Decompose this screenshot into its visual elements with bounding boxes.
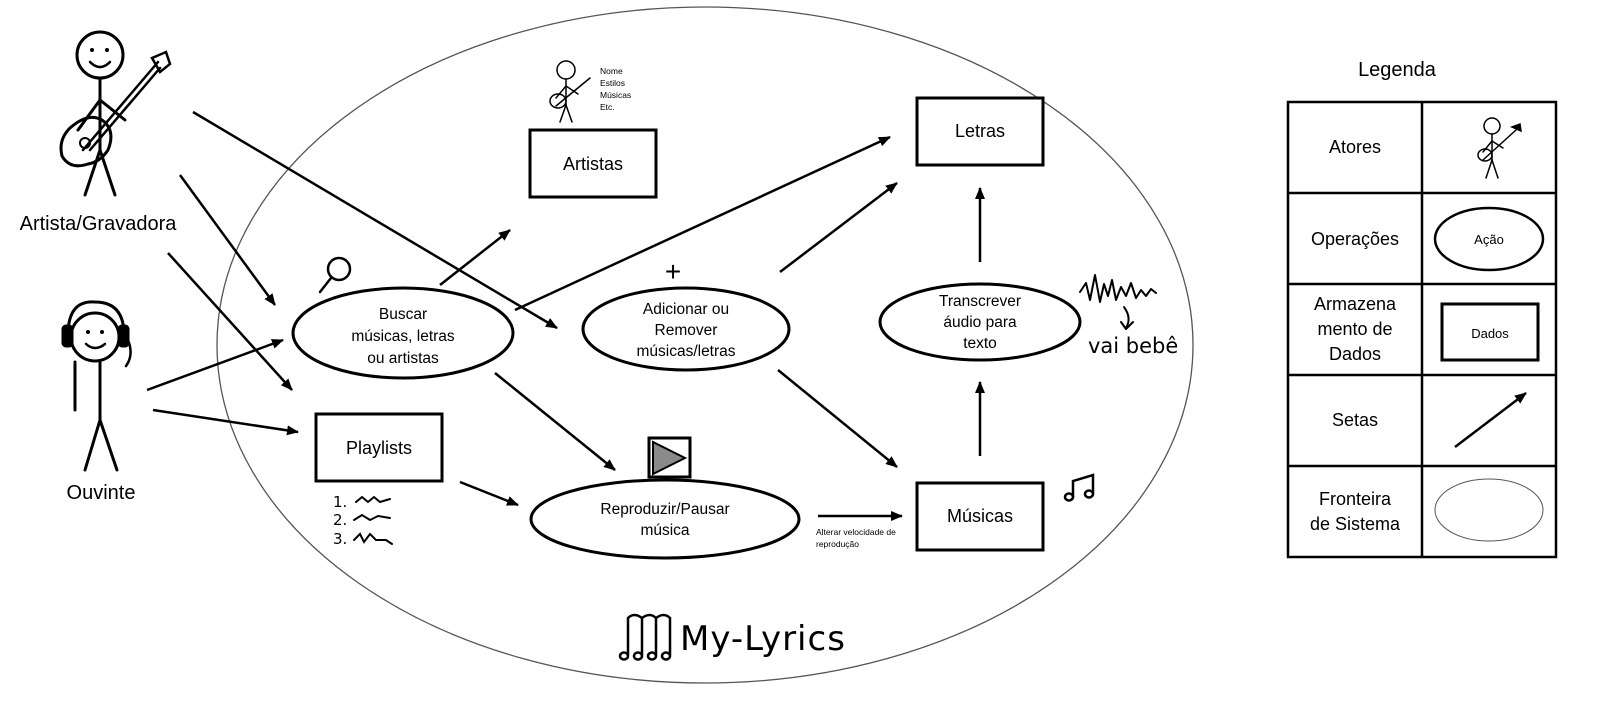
legend-storage-sample — [1440, 302, 1540, 362]
artist-fields-figure-icon — [549, 60, 591, 123]
my-lyrics-logo-notes-icon — [618, 613, 672, 661]
artist-field-styles: Estilos — [600, 78, 625, 88]
operation-reproduzir-line2: música — [640, 522, 689, 539]
arrow-playlists-to-play — [459, 480, 519, 507]
arrow-artist-to-addremove — [192, 110, 558, 330]
playlist-item-3: 3. — [333, 530, 347, 548]
operation-reproduzir-line1: Reproduzir/Pausar — [600, 501, 729, 518]
operation-transcrever-line1: Transcrever — [939, 293, 1021, 310]
datastore-artistas-label: Artistas — [563, 154, 623, 174]
arrow-addremove-to-letras — [779, 182, 898, 273]
legend-arrow-sample — [1454, 392, 1527, 448]
legend-operation-sample — [1433, 206, 1545, 272]
arrow-artist-to-search — [178, 174, 277, 306]
arrow-search-to-play — [494, 372, 616, 471]
arrow-search-to-artistas — [439, 229, 511, 286]
arrows — [146, 110, 985, 521]
operation-buscar — [291, 286, 515, 380]
legend-storage-sample-label: Dados — [1471, 326, 1509, 341]
legend-actor-icon — [1477, 117, 1522, 179]
system-name: My-Lyrics — [680, 619, 846, 659]
operation-transcrever-line3: texto — [963, 335, 997, 352]
legend-operations-label: Operações — [1311, 229, 1399, 249]
datastore-artistas — [528, 128, 658, 199]
operation-addremove-line3: músicas/letras — [636, 343, 735, 360]
music-note-icon — [1063, 473, 1095, 502]
magnifier-icon — [318, 256, 352, 294]
operation-transcrever-line2: áudio para — [943, 314, 1017, 331]
datastore-letras — [915, 96, 1045, 167]
legend-actors-label: Atores — [1329, 137, 1381, 157]
arrow-search-to-letras — [514, 135, 891, 312]
legend-title: Legenda — [1358, 59, 1437, 81]
system-boundary — [216, 6, 1194, 684]
play-button-icon — [647, 436, 692, 479]
legend-storage-line2: mento de — [1317, 319, 1392, 339]
operation-addremove-line1: Adicionar ou — [643, 301, 729, 318]
arrow-listener-to-playlists — [152, 408, 299, 436]
legend-boundary-line2: de Sistema — [1310, 514, 1401, 534]
operation-buscar-line2: músicas, letras — [351, 328, 455, 345]
artist-actor-label: Artista/Gravadora — [20, 213, 178, 235]
legend-arrows-label: Setas — [1332, 410, 1378, 430]
listener-actor-label: Ouvinte — [67, 482, 136, 504]
legend-boundary-line1: Fronteira — [1319, 489, 1392, 509]
operation-transcrever — [878, 282, 1082, 362]
datastore-musicas — [915, 481, 1045, 552]
arrow-listener-to-search — [146, 338, 284, 392]
artist-field-songs: Músicas — [600, 90, 631, 100]
legend-table — [1286, 100, 1558, 559]
speed-note-line1: Alterar velocidade de — [816, 527, 896, 537]
legend-storage-line1: Armazena — [1314, 294, 1397, 314]
datastore-musicas-label: Músicas — [947, 506, 1013, 526]
datastore-playlists — [314, 412, 444, 483]
arrow-artist-to-playlists — [167, 252, 293, 391]
handwritten-lyric: vai bebê — [1088, 334, 1178, 358]
legend-storage-line3: Dados — [1329, 344, 1381, 364]
plus-sign: + — [665, 256, 681, 287]
operation-addremove-line2: Remover — [655, 322, 718, 339]
artist-field-etc: Etc. — [600, 102, 615, 112]
waveform-icon — [1079, 274, 1157, 330]
legend-boundary-sample — [1434, 478, 1544, 542]
datastore-letras-label: Letras — [955, 121, 1005, 141]
listener-actor-icon — [61, 300, 132, 472]
operation-buscar-line1: Buscar — [379, 306, 427, 323]
artist-actor-icon — [59, 30, 172, 197]
arrow-addremove-to-musicas — [777, 369, 898, 468]
datastore-playlists-label: Playlists — [346, 438, 412, 458]
playlist-scribbles — [353, 495, 393, 545]
operation-reproduzir — [529, 478, 801, 560]
operation-adicionar-remover — [581, 286, 791, 372]
operation-buscar-line3: ou artistas — [367, 350, 439, 367]
playlist-item-1: 1. — [333, 493, 347, 511]
artist-field-name: Nome — [600, 66, 623, 76]
speed-note-line2: reprodução — [816, 539, 859, 549]
legend-operation-sample-label: Ação — [1474, 232, 1504, 247]
playlist-item-2: 2. — [333, 511, 347, 529]
